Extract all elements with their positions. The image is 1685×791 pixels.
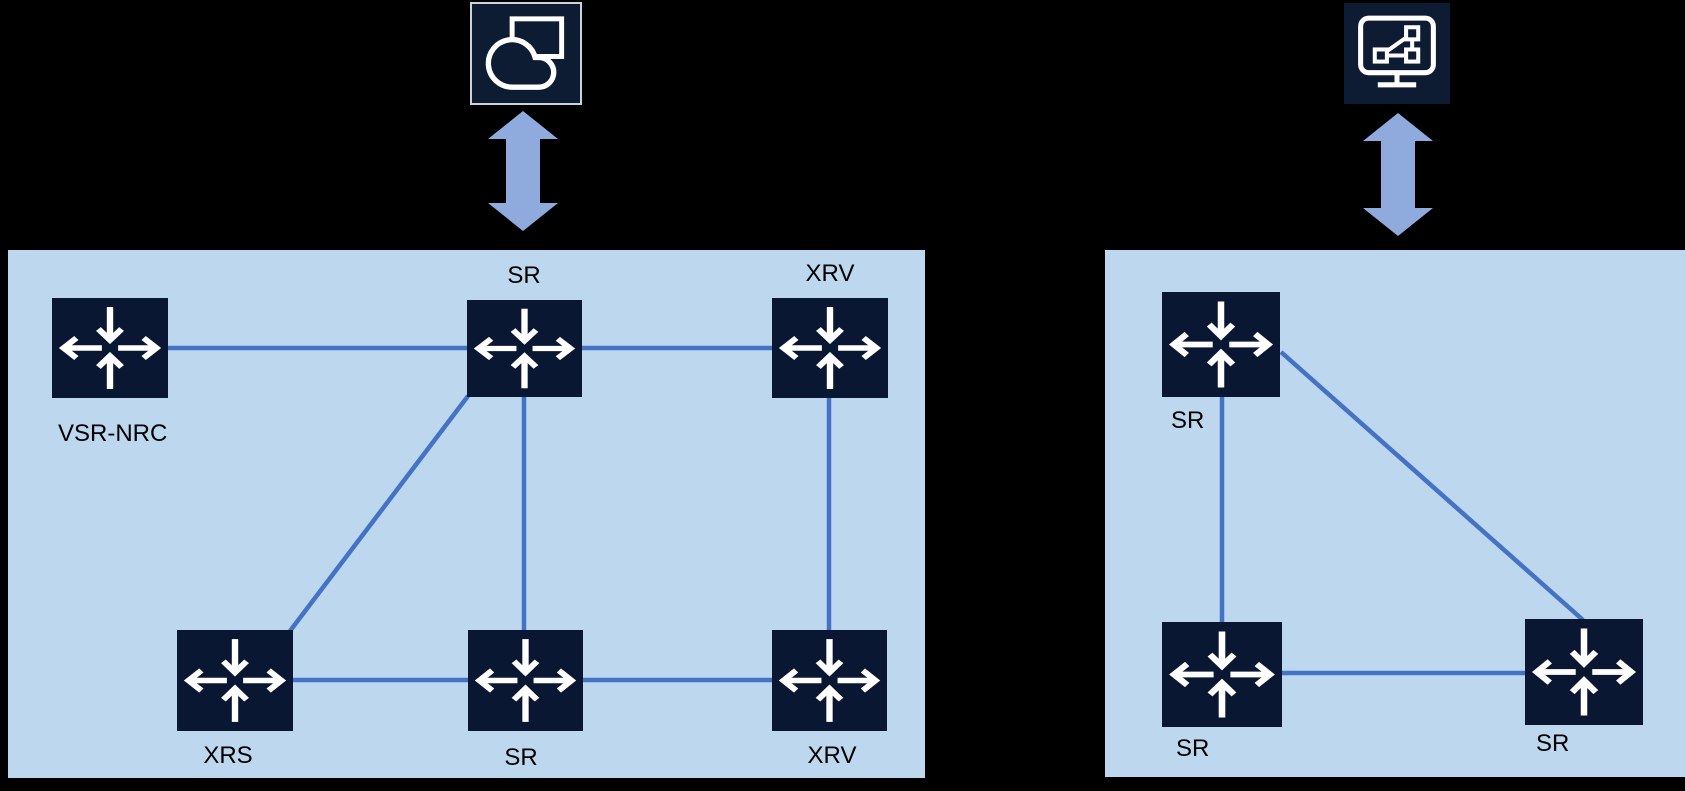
router-arrows-icon xyxy=(1531,628,1637,716)
router-node-sr-top xyxy=(467,300,582,397)
router-arrows-icon xyxy=(474,639,577,722)
double-arrow-cloud-controller xyxy=(488,111,558,231)
router-node-xrv-bottom xyxy=(772,630,887,731)
router-arrows-icon xyxy=(778,639,881,722)
router-node-xrv-top xyxy=(772,298,888,398)
external-system-topology-monitor xyxy=(1344,3,1450,104)
node-label-sr-r-top: SR xyxy=(1171,407,1205,434)
router-arrows-icon xyxy=(183,639,287,722)
node-label-sr-top: SR xyxy=(507,262,541,289)
node-label-xrv-bottom: XRV xyxy=(807,742,857,769)
router-node-sr-bottom xyxy=(468,630,583,731)
cloud-screen-icon xyxy=(485,16,565,90)
router-arrows-icon xyxy=(778,307,882,389)
double-arrow-topology-monitor xyxy=(1363,113,1433,236)
router-node-sr-r-bl xyxy=(1162,622,1282,727)
router-node-sr-r-top xyxy=(1162,292,1280,397)
router-node-vsr-nrc xyxy=(52,298,168,398)
node-label-sr-r-bl: SR xyxy=(1176,735,1210,762)
node-label-xrv-top: XRV xyxy=(805,260,855,287)
network-monitor-icon xyxy=(1358,15,1436,88)
node-label-sr-bottom: SR xyxy=(504,744,538,771)
router-arrows-icon xyxy=(473,308,576,389)
router-node-sr-r-br xyxy=(1525,619,1643,725)
router-arrows-icon xyxy=(1168,301,1274,388)
node-label-vsr-nrc: VSR-NRC xyxy=(58,420,168,447)
node-label-sr-r-br: SR xyxy=(1536,730,1570,757)
router-arrows-icon xyxy=(1169,631,1275,718)
router-arrows-icon xyxy=(58,307,162,389)
external-system-cloud-controller xyxy=(470,2,582,105)
node-label-xrs: XRS xyxy=(203,742,253,769)
router-node-xrs xyxy=(177,630,293,731)
